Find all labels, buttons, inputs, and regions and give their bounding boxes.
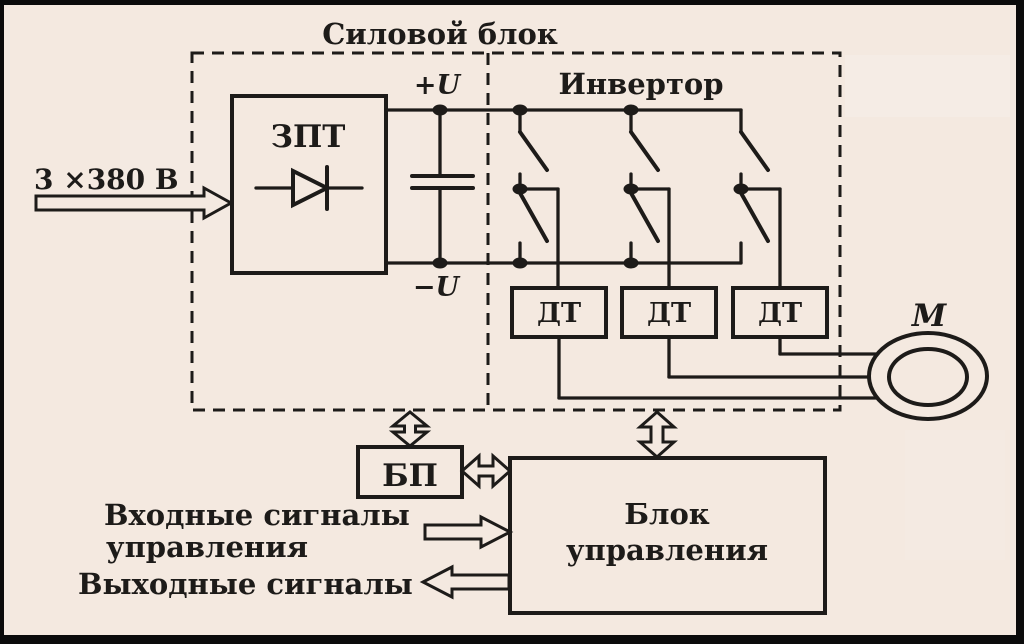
current-sensor-box-2 xyxy=(620,286,718,339)
power-block-dashed-box xyxy=(190,51,842,412)
motor-inner-ring xyxy=(887,347,969,407)
input-signals-label-line1: Входные сигналы xyxy=(104,498,410,532)
current-sensor-box-3 xyxy=(731,286,829,339)
current-sensor-label-3: ДТ xyxy=(758,298,802,329)
input-signals-arrow-icon xyxy=(423,514,514,550)
bus-positive-label: +U xyxy=(414,70,462,101)
output-signals: Выходные сигналы xyxy=(78,564,511,601)
motor: М xyxy=(867,298,989,421)
switch-icon xyxy=(739,191,770,243)
rectifier-box xyxy=(230,94,388,275)
inverter-leg-3 xyxy=(739,108,782,290)
current-sensor-label-1: ДТ xyxy=(537,298,581,329)
output-signals-label: Выходные сигналы xyxy=(78,567,413,601)
output-signals-arrow-icon xyxy=(419,564,511,600)
inverter: Инвертор xyxy=(432,67,782,290)
control-block-box xyxy=(508,456,827,615)
switch-icon xyxy=(629,191,660,243)
switch-icon xyxy=(629,130,660,172)
bus-negative-label: −U xyxy=(413,272,461,303)
dc-link-capacitor-icon xyxy=(410,108,475,265)
junction-dots xyxy=(432,104,749,269)
power-block-outline xyxy=(190,51,842,412)
control-block-label-line2: управления xyxy=(566,533,768,567)
mains-voltage-label: 3 ×380 В xyxy=(34,163,179,196)
current-sensors: ДТ ДТ ДТ xyxy=(510,286,829,339)
motor-label: М xyxy=(911,298,948,334)
power-supply-label: БП xyxy=(382,458,438,494)
mains-input-arrow-icon xyxy=(34,185,235,221)
switch-icon xyxy=(518,191,549,243)
diode-icon xyxy=(254,165,364,211)
scan-artifact xyxy=(905,430,1005,560)
switch-icon xyxy=(739,130,770,172)
input-signals: Входные сигналы управления xyxy=(104,498,514,564)
scan-artifact xyxy=(845,55,1010,117)
rectifier-block: ЗПТ xyxy=(230,94,388,275)
power-block-title: Силовой блок xyxy=(322,17,558,51)
current-sensor-label-2: ДТ xyxy=(647,298,691,329)
control-block-label-line1: Блок xyxy=(624,497,710,531)
rectifier-label: ЗПТ xyxy=(271,119,346,155)
switch-icon xyxy=(518,130,549,172)
input-signals-label-line2: управления xyxy=(106,530,308,564)
power-supply-block: БП xyxy=(356,445,464,499)
control-block: Блок управления xyxy=(508,456,827,615)
mains-input: 3 ×380 В xyxy=(34,163,235,221)
current-sensor-box-1 xyxy=(510,286,608,339)
inverter-label: Инвертор xyxy=(558,67,723,101)
